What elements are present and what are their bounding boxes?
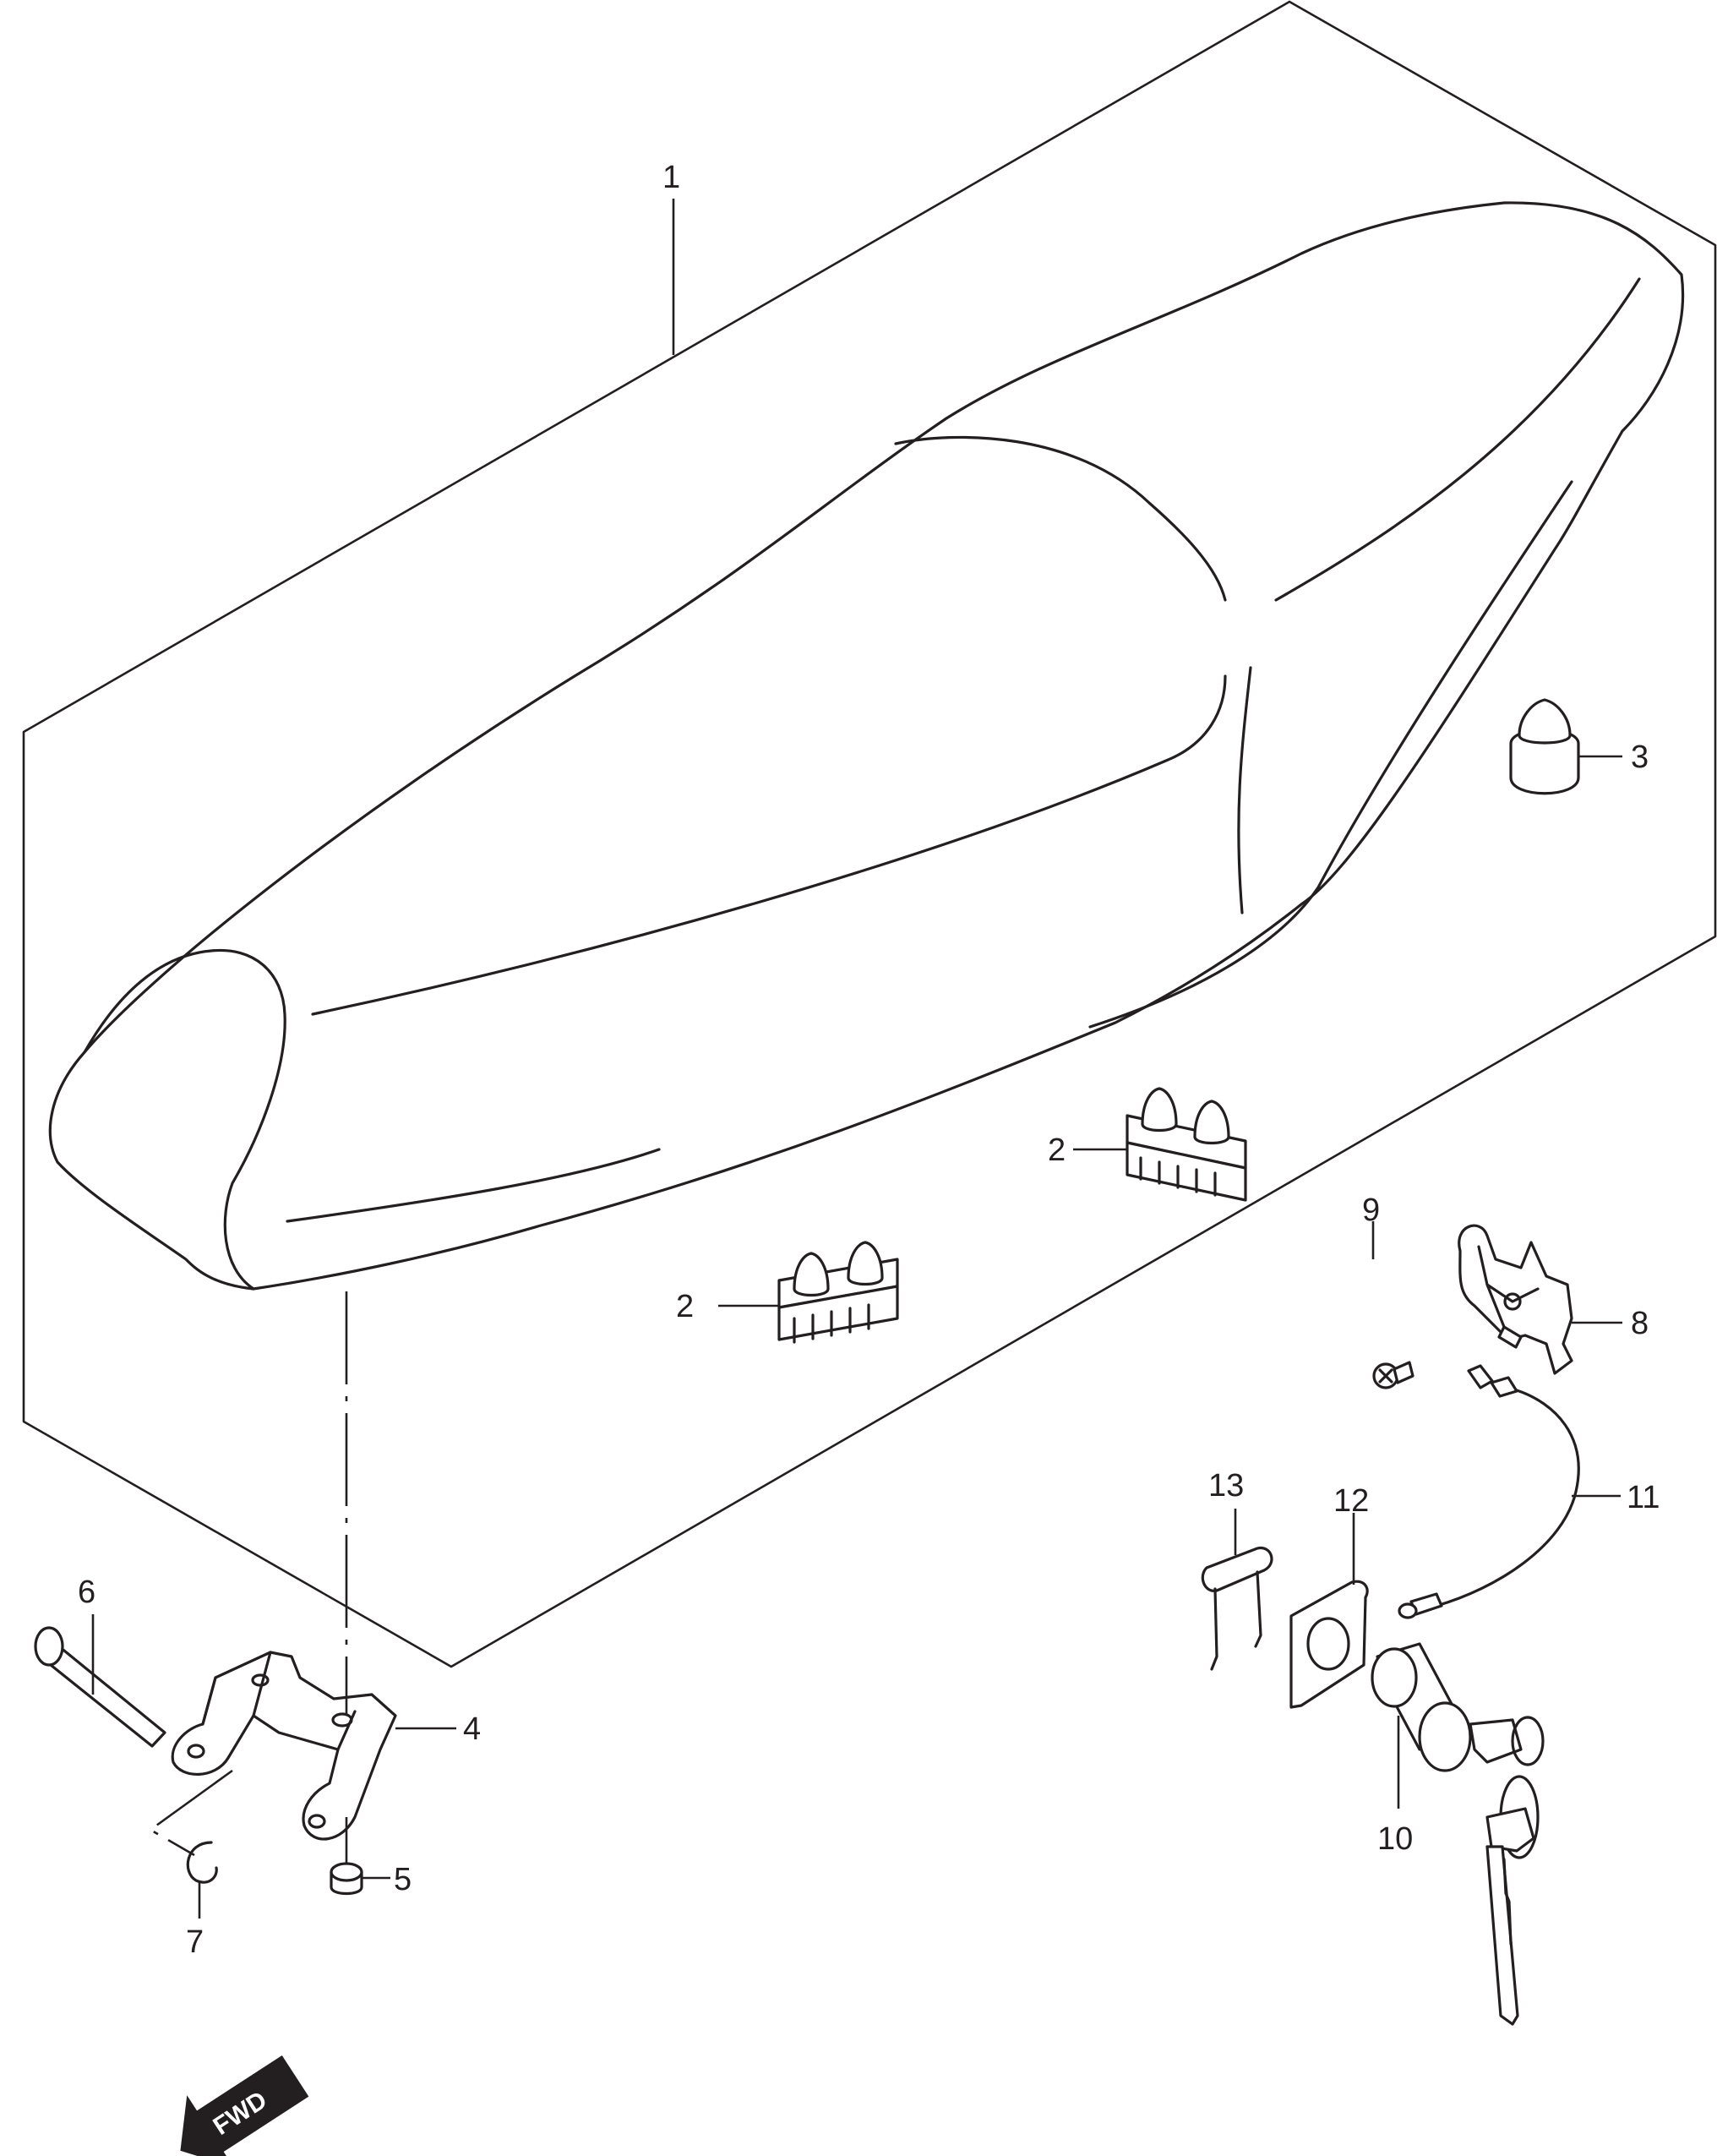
seat-cushion-upper [1126, 1087, 1247, 1202]
seat-bumper [1509, 698, 1580, 795]
screw [1372, 1361, 1414, 1389]
hinge-nut [330, 1862, 363, 1896]
callout-11: 11 [1627, 1480, 1660, 1515]
callout-2-upper: 2 [1048, 1133, 1066, 1168]
callout-4: 4 [463, 1711, 481, 1747]
callout-1: 1 [662, 160, 680, 195]
callout-5: 5 [394, 1862, 412, 1897]
seat-lock-cylinder [1371, 1642, 1545, 2026]
seat-cushion-lower [777, 1241, 899, 1344]
seat-latch [1458, 1224, 1573, 1375]
hinge-bracket [171, 1651, 397, 1841]
callout-12: 12 [1333, 1483, 1369, 1519]
e-clip [186, 1841, 218, 1884]
assembly-box [22, 0, 1717, 1668]
seat [48, 201, 1685, 1291]
callout-10: 10 [1377, 1821, 1413, 1857]
callout-8: 8 [1631, 1306, 1649, 1341]
callout-13: 13 [1208, 1468, 1244, 1504]
leader-lines [91, 199, 1622, 1919]
fwd-arrow-icon: FWD [180, 2055, 309, 2156]
lock-clip [1201, 1547, 1273, 1671]
assembly-line-clip [148, 1769, 233, 1857]
lock-plate [1289, 1580, 1369, 1709]
callout-2-lower: 2 [676, 1289, 694, 1324]
callout-labels: 1 2 2 3 4 5 6 7 8 9 10 11 12 13 [78, 160, 1660, 1960]
callout-6: 6 [78, 1575, 95, 1610]
hinge-pin [34, 1626, 166, 1748]
callout-3: 3 [1631, 740, 1649, 775]
callout-7: 7 [186, 1924, 204, 1960]
callout-9: 9 [1362, 1193, 1380, 1228]
seat-lock-cable [1398, 1364, 1580, 1619]
